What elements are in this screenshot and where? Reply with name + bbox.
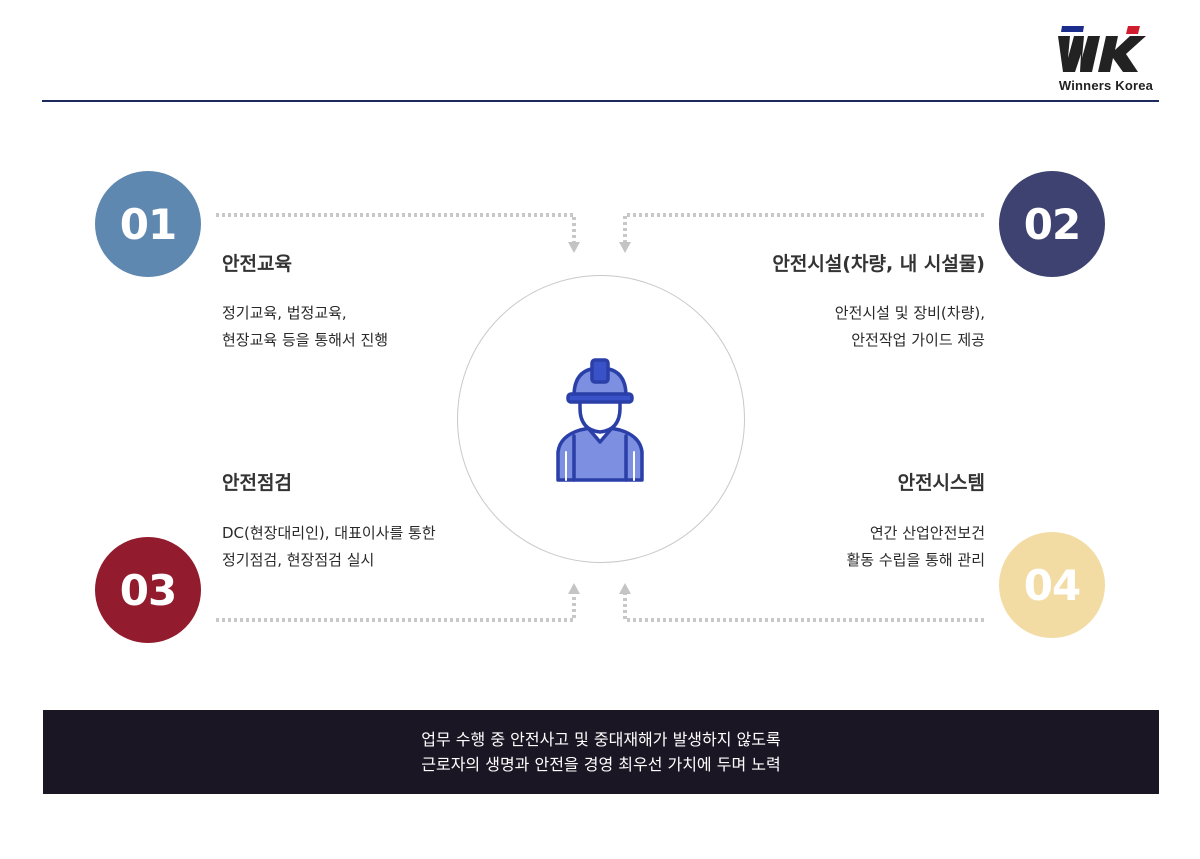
step-02-line: 안전시설 및 장비(차량), (834, 304, 985, 322)
connector-01 (216, 213, 576, 246)
step-03-description: DC(현장대리인), 대표이사를 통한 정기점검, 현장점검 실시 (222, 520, 436, 574)
step-04-badge: 04 (999, 532, 1105, 638)
step-02-description: 안전시설 및 장비(차량), 안전작업 가이드 제공 (835, 300, 985, 354)
step-04-line: 연간 산업안전보건 (869, 524, 985, 542)
step-01-title: 안전교육 (222, 253, 292, 275)
wk-logo-mark-icon (1058, 26, 1146, 72)
step-04-title: 안전시스템 (897, 472, 985, 494)
header-divider (42, 100, 1159, 102)
step-02-title: 안전시설(차량, 내 시설물) (772, 253, 985, 275)
footer-line: 근로자의 생명과 안전을 경영 최우선 가치에 두며 노력 (421, 755, 781, 774)
step-04-line: 활동 수립을 통해 관리 (846, 551, 985, 569)
connector-03 (216, 590, 576, 622)
safety-worker-icon (556, 358, 644, 482)
step-02-line: 안전작업 가이드 제공 (851, 331, 985, 349)
footer-banner: 업무 수행 중 안전사고 및 중대재해가 발생하지 않도록 근로자의 생명과 안… (43, 710, 1159, 794)
step-01-line: 현장교육 등을 통해서 진행 (222, 331, 389, 349)
arrow-down-icon (619, 242, 631, 253)
connector-02 (623, 213, 984, 246)
arrow-down-icon (568, 242, 580, 253)
step-01-badge: 01 (95, 171, 201, 277)
arrow-up-icon (568, 583, 580, 594)
logo-wordmark: Winners Korea (1058, 78, 1154, 93)
step-03-badge: 03 (95, 537, 201, 643)
step-03-line: 정기점검, 현장점검 실시 (222, 551, 375, 569)
step-03-line: DC(현장대리인), 대표이사를 통한 (222, 524, 436, 542)
step-01-line: 정기교육, 법정교육, (222, 304, 347, 322)
step-02-badge: 02 (999, 171, 1105, 277)
step-01-description: 정기교육, 법정교육, 현장교육 등을 통해서 진행 (222, 300, 388, 354)
step-04-description: 연간 산업안전보건 활동 수립을 통해 관리 (846, 520, 985, 574)
arrow-up-icon (619, 583, 631, 594)
winners-korea-logo: Winners Korea (1050, 24, 1162, 96)
step-03-title: 안전점검 (222, 472, 292, 494)
footer-line: 업무 수행 중 안전사고 및 중대재해가 발생하지 않도록 (421, 730, 781, 749)
connector-04 (623, 590, 984, 622)
